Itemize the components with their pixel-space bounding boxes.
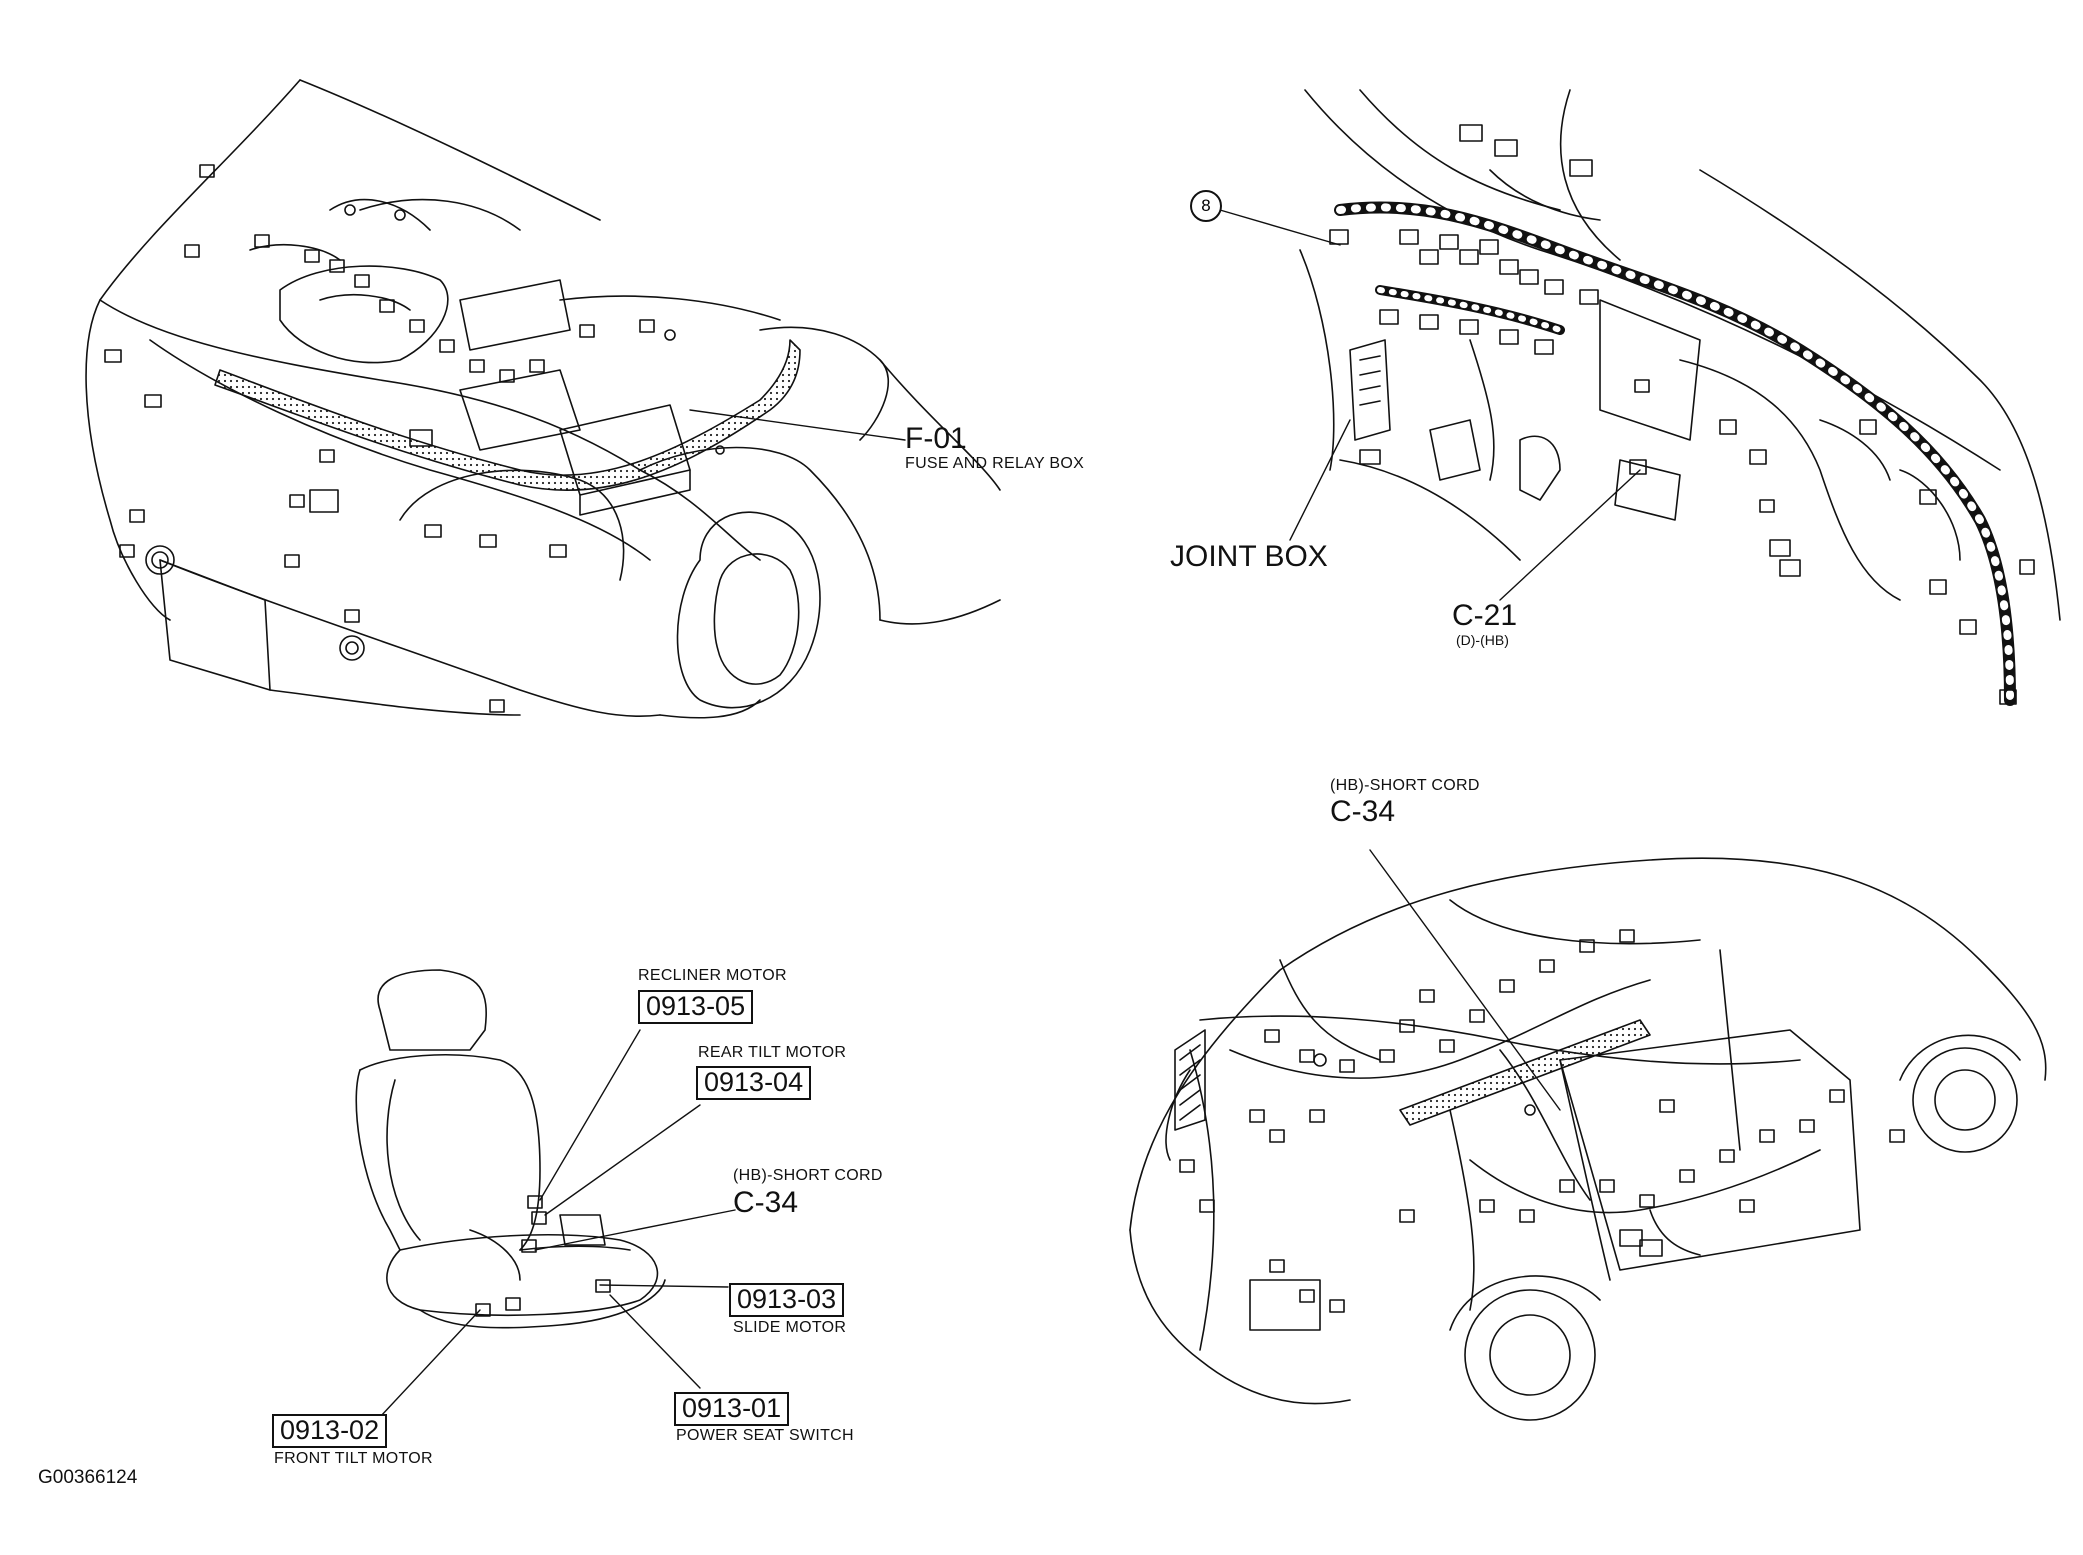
recliner-motor-code: 0913-05 <box>638 990 754 1024</box>
vehicle-body-drawing <box>1129 849 2047 1421</box>
figure-id: G00366124 <box>38 1467 138 1488</box>
rear-tilt-motor-code: 0913-04 <box>696 1066 812 1100</box>
engine-bay-drawing <box>85 79 1001 719</box>
f01-code: F-01 <box>905 422 967 455</box>
power-seat-switch-code: 0913-01 <box>674 1392 790 1426</box>
joint-box-label: JOINT BOX <box>1170 540 1328 573</box>
ref-number-8: 8 <box>1190 190 1222 222</box>
front-tilt-motor-code: 0913-02 <box>272 1414 388 1448</box>
seat-drawing <box>355 969 736 1418</box>
slide-motor-label: SLIDE MOTOR <box>733 1319 847 1336</box>
front-tilt-motor-label: FRONT TILT MOTOR <box>274 1450 433 1467</box>
c21-sub: (D)-(HB) <box>1456 632 1509 648</box>
seat-c34-sub: (HB)-SHORT CORD <box>733 1167 883 1184</box>
f01-name: FUSE AND RELAY BOX <box>905 455 1085 472</box>
slide-motor-code: 0913-03 <box>729 1283 845 1317</box>
seat-c34-code: C-34 <box>733 1186 799 1219</box>
dashboard-drawing <box>1219 89 2061 706</box>
power-seat-switch-label: POWER SEAT SWITCH <box>676 1427 854 1444</box>
rear-tilt-motor-label: REAR TILT MOTOR <box>698 1044 847 1061</box>
body-c34-sub: (HB)-SHORT CORD <box>1330 777 1480 794</box>
c21-code: C-21 <box>1452 599 1518 632</box>
body-c34-code: C-34 <box>1330 795 1396 828</box>
recliner-motor-label: RECLINER MOTOR <box>638 967 787 984</box>
